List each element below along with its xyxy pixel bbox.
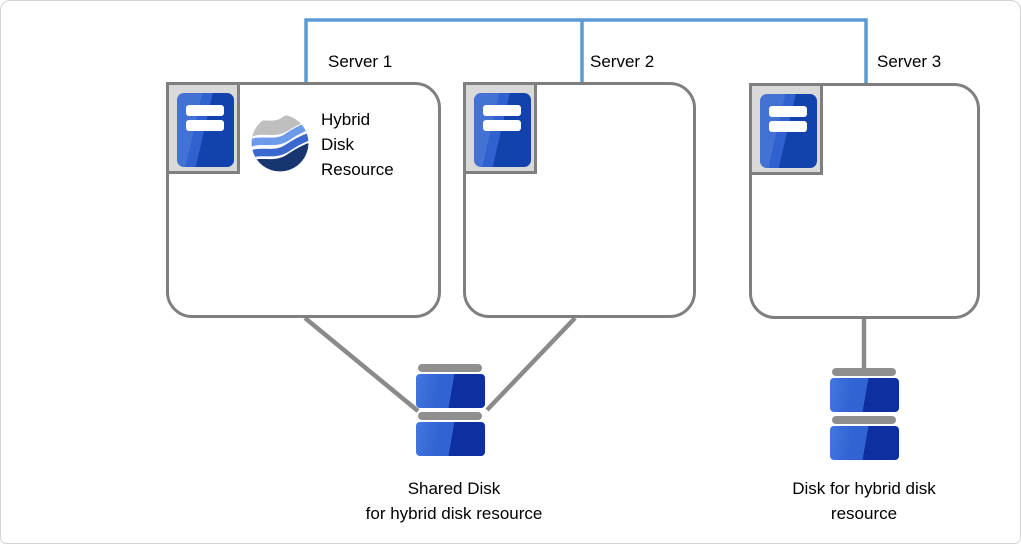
disk-unit (830, 378, 899, 412)
server-slot-bar (186, 120, 224, 131)
server-icon (749, 83, 823, 175)
disk-cap (418, 412, 482, 420)
server1-box (166, 82, 441, 318)
hybrid-disk-resource: Hybrid Disk Resource (251, 110, 441, 179)
server-tower-icon (760, 94, 817, 168)
hybrid-disk-icon (830, 368, 899, 461)
disk-cap (832, 416, 896, 424)
server2-label: Server 2 (590, 52, 655, 71)
hybrid-disk-resource-icon (251, 114, 309, 172)
server-icon (166, 82, 240, 174)
server-slot-bar (186, 105, 224, 116)
shared-disk-label: Shared Disk for hybrid disk resource (304, 476, 604, 526)
server3-label: Server 3 (877, 52, 942, 71)
server-slot-bar (769, 106, 807, 117)
hybrid-disk-label-line2: resource (830, 504, 898, 523)
hybrid-disk-label-line1: Disk for hybrid disk (792, 479, 936, 498)
shared-disk-icon (416, 364, 485, 457)
server2-box (463, 82, 696, 318)
swirl-band-midblue (251, 131, 309, 161)
hybrid-disk-label: Disk for hybrid disk resource (714, 476, 1014, 526)
server-icon (463, 82, 537, 174)
server1-label: Server 1 (328, 52, 393, 71)
disk-unit (416, 422, 485, 456)
server3-box (749, 83, 980, 319)
connector-server1-shared-disk (303, 316, 420, 413)
shared-disk-label-line2: for hybrid disk resource (365, 504, 543, 523)
server-tower-icon (177, 93, 234, 167)
disk-unit (416, 374, 485, 408)
disk-cap (418, 364, 482, 372)
server-slot-bar (483, 105, 521, 116)
server-slot-bar (483, 120, 521, 131)
server-slot-bar (769, 121, 807, 132)
disk-cap (832, 368, 896, 376)
disk-unit (830, 426, 899, 460)
shared-disk-label-line1: Shared Disk (407, 479, 501, 498)
server-tower-icon (474, 93, 531, 167)
hybrid-disk-resource-label: Hybrid Disk Resource (321, 110, 394, 179)
connector-server2-shared-disk (485, 316, 577, 412)
